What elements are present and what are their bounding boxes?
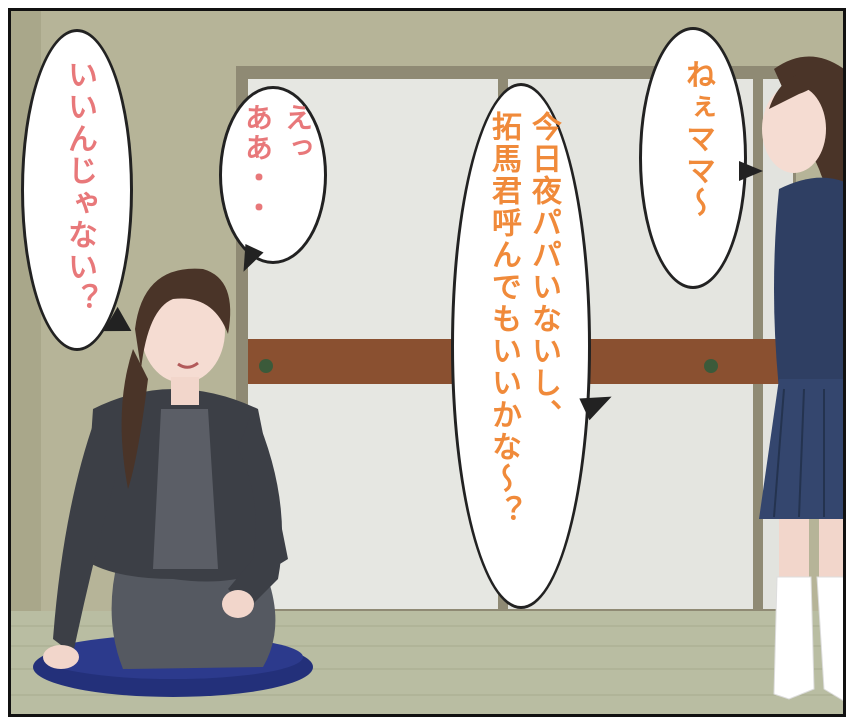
kneeling-woman bbox=[33, 268, 313, 697]
face bbox=[762, 85, 826, 173]
socks bbox=[816, 576, 843, 701]
right-hand bbox=[222, 590, 254, 618]
door-handle-right bbox=[704, 359, 718, 373]
leg bbox=[819, 519, 843, 579]
speech-bubble-daughter-call bbox=[639, 27, 747, 289]
dialogue-daughter-request-line2: 拓馬君呼んでもいいかな〜？ bbox=[486, 111, 521, 527]
manga-panel: いいんじゃない？ えっ ああ・・ 今日夜パパいないし、 拓馬君呼んでもいいかな〜… bbox=[8, 8, 846, 717]
blazer bbox=[774, 177, 843, 389]
door-handle-left bbox=[259, 359, 273, 373]
speech-bubble-mother-hesitant bbox=[219, 86, 327, 264]
speech-bubble-mother-main bbox=[21, 29, 133, 351]
hair bbox=[135, 268, 231, 369]
leg bbox=[779, 519, 809, 579]
dialogue-daughter-request-line1: 今日夜パパいないし、 bbox=[526, 111, 561, 431]
bubble-tail bbox=[739, 161, 763, 181]
socks bbox=[773, 576, 815, 700]
left-hand bbox=[43, 645, 79, 669]
left-arm bbox=[53, 419, 118, 654]
dialogue-daughter-call: ねぇママ〜 bbox=[680, 59, 715, 219]
dialogue-mother-hesitant: えっ ああ・・ bbox=[241, 103, 314, 223]
speech-bubble-daughter-request bbox=[451, 83, 591, 609]
standing-girl bbox=[759, 56, 843, 701]
dialogue-mother-main: いいんじゃない？ bbox=[62, 59, 97, 315]
ponytail bbox=[121, 349, 148, 489]
mouth bbox=[177, 361, 199, 369]
inner-top bbox=[153, 409, 218, 569]
right-arm bbox=[228, 409, 283, 609]
neck bbox=[171, 377, 199, 405]
